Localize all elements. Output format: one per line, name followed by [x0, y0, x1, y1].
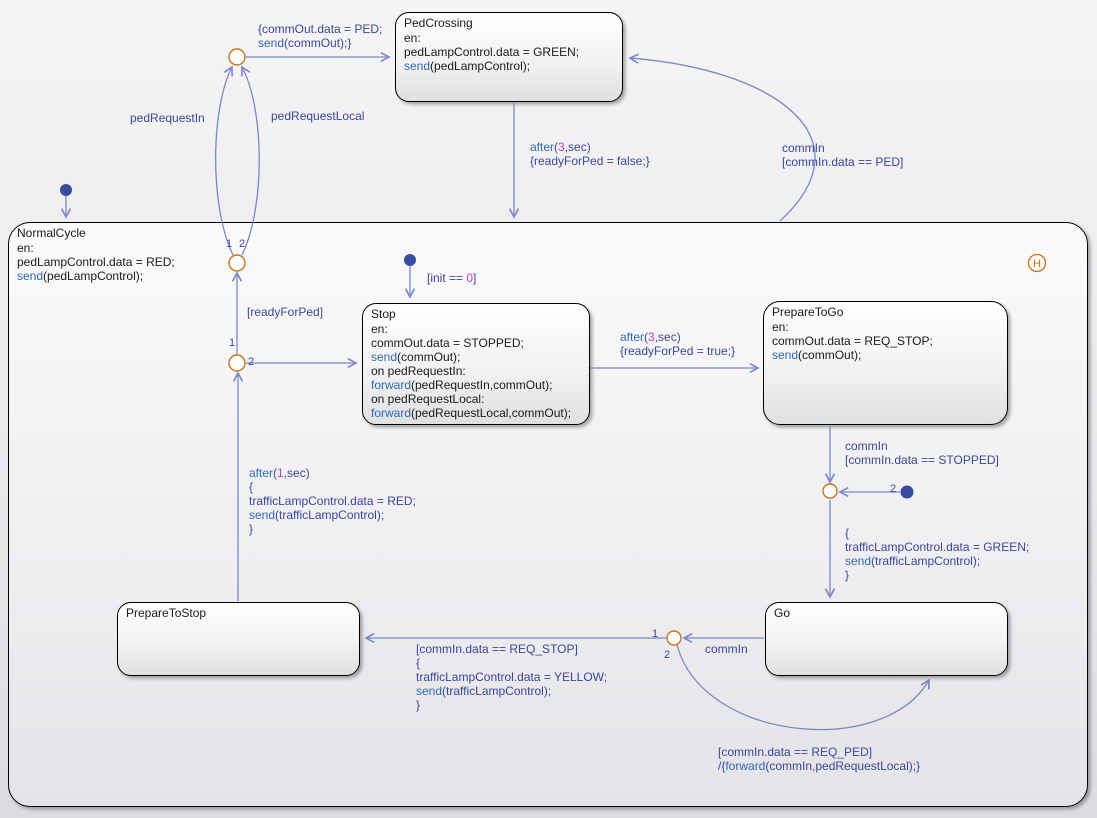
state-stop[interactable]: Stop en:commOut.data = STOPPED;send(comm… [362, 303, 590, 425]
order-number-j5-left: 1 [652, 628, 659, 640]
order-number-j3-right: 2 [248, 356, 255, 368]
label-readyforped-guard[interactable]: [readyForPed] [247, 305, 324, 319]
state-preparetogo-body: en:commOut.data = REQ_STOP;send(commOut)… [772, 320, 933, 362]
state-preparetostop-label: PrepareToStop [126, 606, 207, 620]
state-preparetogo[interactable]: PrepareToGo en:commOut.data = REQ_STOP;s… [763, 301, 1008, 425]
state-preparetogo-label: PrepareToGo [772, 305, 844, 319]
state-stop-body: en:commOut.data = STOPPED;send(commOut);… [371, 322, 572, 420]
default-transition-dot-chart[interactable] [60, 184, 72, 196]
history-junction-icon[interactable] [1027, 253, 1047, 273]
state-preparetostop[interactable]: PrepareToStop [117, 602, 360, 676]
label-pedrequestin[interactable]: pedRequestIn [130, 111, 205, 125]
label-after1-red-action[interactable]: after(1,sec){trafficLampControl.data = R… [249, 466, 416, 536]
transition-commin-ped-to-pedcrossing[interactable] [630, 58, 816, 222]
order-number-pedcurve-1: 1 [226, 238, 233, 250]
state-pedcrossing[interactable]: PedCrossing en:pedLampControl.data = GRE… [395, 12, 623, 102]
junction-ped-branch[interactable] [228, 254, 246, 272]
label-lamp-green-action[interactable]: {trafficLampControl.data = GREEN;send(tr… [845, 526, 1030, 582]
order-number-j3-up: 1 [229, 337, 236, 349]
label-after3-readyforped-false[interactable]: after(3,sec){readyForPed = false;} [530, 140, 650, 168]
history-junction-label: H [1033, 258, 1041, 270]
label-after3-readyforped-true[interactable]: after(3,sec){readyForPed = true;} [620, 330, 736, 358]
state-go-label: Go [774, 606, 791, 620]
junction-after-go[interactable] [666, 630, 682, 646]
label-reqped-forward[interactable]: [commIn.data == REQ_PED]/{forward(commIn… [718, 745, 921, 773]
default-transition-dot-init[interactable] [404, 254, 416, 266]
state-pedcrossing-body: en:pedLampControl.data = GREEN;send(pedL… [404, 31, 580, 73]
state-stop-label: Stop [371, 307, 396, 321]
transition-pedrequestin-curve[interactable] [215, 67, 234, 256]
state-normalcycle-body: en:pedLampControl.data = RED;send(pedLam… [17, 241, 175, 283]
transition-pedrequestlocal-curve[interactable] [242, 67, 260, 256]
state-pedcrossing-label: PedCrossing [404, 16, 473, 30]
label-send-commout-ped[interactable]: {commOut.data = PED;send(commOut);} [258, 22, 383, 50]
label-reqstop-yellow-action[interactable]: [commIn.data == REQ_STOP]{trafficLampCon… [416, 642, 608, 712]
default-transition-dot-go[interactable] [900, 485, 914, 499]
state-go[interactable]: Go [765, 602, 1008, 676]
transition-reqped-back-to-go[interactable] [676, 644, 929, 731]
label-init-guard[interactable]: [init == 0] [427, 271, 477, 285]
junction-top[interactable] [228, 48, 246, 66]
label-pedrequestlocal[interactable]: pedRequestLocal [271, 109, 365, 123]
junction-readyforped[interactable] [228, 354, 246, 372]
state-normalcycle-label: NormalCycle [17, 226, 86, 240]
label-go-commin[interactable]: commIn [705, 642, 748, 656]
order-number-pedcurve-2: 2 [239, 238, 246, 250]
order-number-j5-down: 2 [664, 649, 671, 661]
label-commin-stopped[interactable]: commIn[commIn.data == STOPPED] [845, 439, 999, 467]
label-commin-ped[interactable]: commIn[commIn.data == PED] [782, 141, 904, 169]
junction-before-go[interactable] [822, 483, 838, 499]
order-number-j4-default: 2 [890, 483, 897, 495]
